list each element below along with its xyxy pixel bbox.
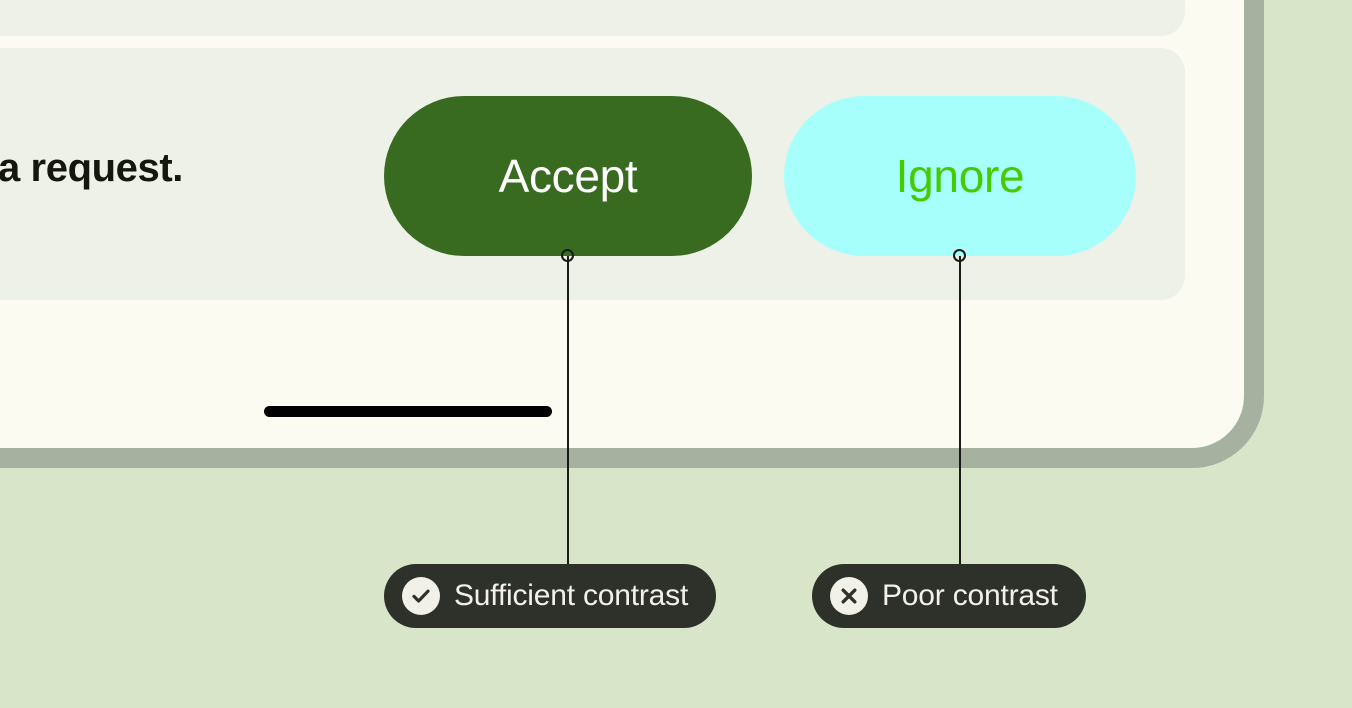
card-body-text: a request. (0, 146, 183, 190)
x-circle-icon (830, 577, 868, 615)
callout-leader-line-accept (567, 256, 569, 568)
callout-leader-line-ignore (959, 256, 961, 568)
annotation-badge-sufficient-contrast: Sufficient contrast (384, 564, 717, 628)
annotation-badge-poor-contrast: Poor contrast (812, 564, 1086, 628)
annotation-label-poor-contrast: Poor contrast (882, 579, 1058, 612)
callout-anchor-dot-accept (561, 249, 574, 262)
check-circle-icon (402, 577, 440, 615)
callout-anchor-dot-ignore (953, 249, 966, 262)
ignore-button[interactable]: Ignore (784, 96, 1136, 256)
divider-rule (264, 406, 552, 417)
inner-card-top (0, 0, 1185, 36)
accept-button[interactable]: Accept (384, 96, 752, 256)
annotation-label-sufficient-contrast: Sufficient contrast (454, 579, 689, 612)
